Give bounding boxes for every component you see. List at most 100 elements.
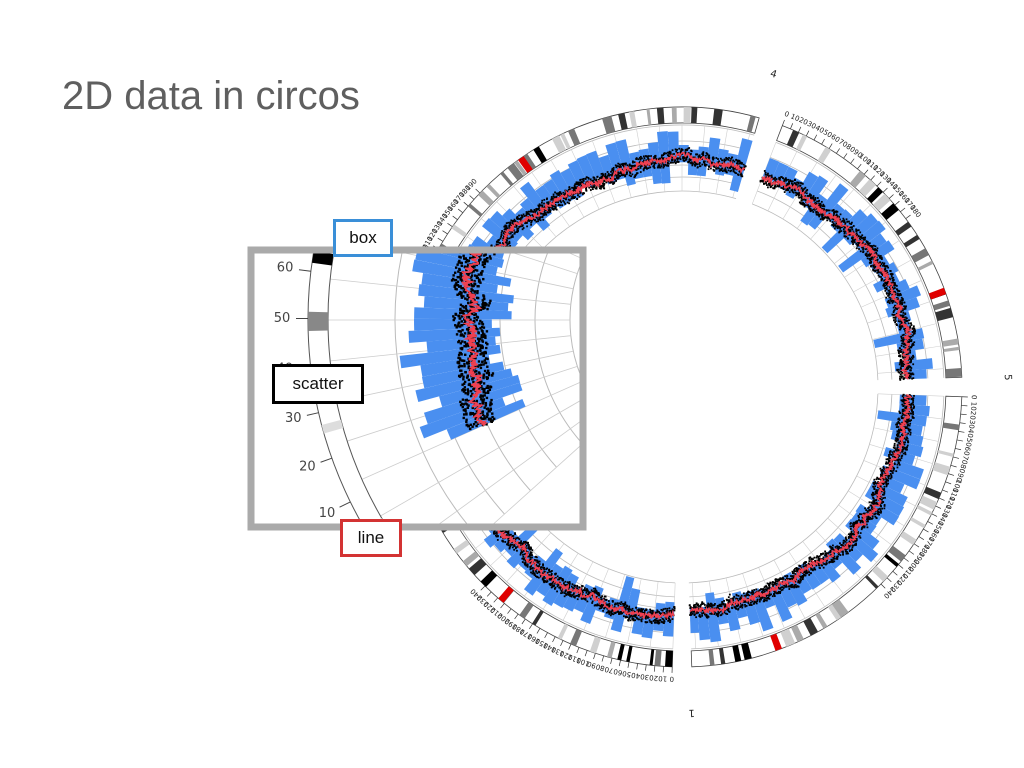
- scatter-point: [874, 499, 877, 502]
- scatter-point: [875, 503, 878, 506]
- scatter-point: [854, 523, 857, 525]
- scatter-point: [833, 212, 835, 215]
- scatter-point: [893, 287, 896, 289]
- scatter-point: [848, 533, 850, 536]
- scatter-point: [823, 208, 825, 210]
- scatter-point: [874, 270, 877, 273]
- scatter-point: [853, 524, 856, 527]
- scatter-point: [561, 204, 564, 207]
- scatter-point: [810, 568, 813, 571]
- scatter-point: [892, 279, 895, 281]
- scatter-point: [520, 214, 523, 217]
- scatter-point: [868, 506, 870, 509]
- scatter-point: [774, 581, 777, 584]
- scatter-point: [734, 166, 737, 169]
- scatter-point: [797, 182, 800, 185]
- scatter-point: [550, 196, 553, 198]
- scatter-point: [902, 441, 905, 444]
- scatter-point: [885, 270, 888, 272]
- scatter-point: [836, 545, 839, 548]
- scatter-point: [877, 268, 879, 271]
- scatter-point: [901, 408, 904, 411]
- scatter-point: [549, 211, 552, 213]
- scatter-point: [818, 559, 820, 562]
- scatter-point: [726, 613, 729, 615]
- scatter-point: [698, 155, 701, 158]
- scatter-point: [852, 237, 854, 239]
- scatter-point: [557, 201, 560, 204]
- scatter-point: [870, 253, 873, 255]
- scatter-point: [844, 544, 847, 547]
- scatter-point: [821, 564, 824, 567]
- scatter-point: [528, 213, 531, 216]
- scatter-point: [907, 364, 909, 367]
- scatter-point: [842, 553, 844, 556]
- scatter-point: [689, 614, 691, 616]
- scatter-point: [672, 161, 674, 164]
- scatter-point: [702, 151, 705, 154]
- scatter-point: [698, 163, 701, 165]
- scatter-point: [676, 160, 678, 163]
- scatter-point: [676, 148, 678, 151]
- scatter-point: [753, 600, 756, 603]
- scatter-point: [803, 187, 806, 190]
- scatter-point: [898, 294, 901, 297]
- scatter-point: [899, 358, 902, 361]
- scatter-point: [779, 587, 782, 590]
- scatter-point: [874, 481, 877, 483]
- scatter-point: [902, 396, 905, 399]
- scatter-point: [811, 564, 814, 567]
- scatter-point: [877, 270, 880, 272]
- scatter-point: [802, 563, 805, 566]
- scatter-point: [539, 216, 542, 219]
- scatter-point: [845, 548, 847, 551]
- scatter-point: [870, 501, 873, 504]
- scatter-point: [567, 188, 570, 191]
- scatter-point: [692, 156, 695, 159]
- scatter-point: [902, 351, 905, 354]
- scatter-point: [697, 611, 700, 614]
- scatter-point: [899, 328, 902, 331]
- scatter-point: [880, 279, 883, 282]
- scatter-point: [911, 334, 914, 337]
- scatter-point: [866, 250, 869, 253]
- scatter-point: [898, 419, 901, 421]
- scatter-point: [791, 188, 794, 191]
- scatter-point: [892, 276, 895, 279]
- scatter-point: [644, 621, 647, 623]
- scatter-point: [698, 615, 701, 617]
- scatter-point: [831, 221, 834, 223]
- scatter-point: [650, 155, 652, 157]
- scatter-point: [531, 219, 533, 222]
- scatter-point: [652, 165, 655, 167]
- scatter-point: [693, 604, 696, 606]
- scatter-point: [908, 430, 911, 433]
- scatter-point: [877, 271, 880, 274]
- scatter-point: [564, 196, 567, 199]
- scatter-point: [620, 172, 623, 175]
- scatter-point: [794, 179, 796, 182]
- scatter-point: [902, 363, 904, 365]
- scatter-point: [779, 177, 781, 180]
- scatter-point: [858, 244, 861, 247]
- scatter-point: [912, 330, 915, 333]
- scatter-point: [683, 157, 686, 159]
- scatter-point: [891, 460, 894, 462]
- scatter-point: [524, 221, 527, 223]
- scatter-point: [724, 167, 727, 169]
- scatter-point: [567, 198, 570, 201]
- scatter-point: [881, 498, 883, 501]
- scatter-point: [538, 217, 541, 220]
- scatter-point: [851, 544, 854, 547]
- scatter-point: [533, 208, 536, 211]
- scatter-point: [662, 154, 665, 157]
- scatter-point: [783, 191, 786, 193]
- scatter-point: [702, 602, 705, 605]
- scatter-point: [737, 174, 740, 176]
- scatter-point: [728, 599, 730, 602]
- scatter-point: [798, 201, 801, 204]
- scatter-point: [514, 220, 517, 222]
- scatter-point: [889, 270, 892, 272]
- scatter-point: [904, 307, 907, 310]
- scatter-point: [866, 257, 869, 260]
